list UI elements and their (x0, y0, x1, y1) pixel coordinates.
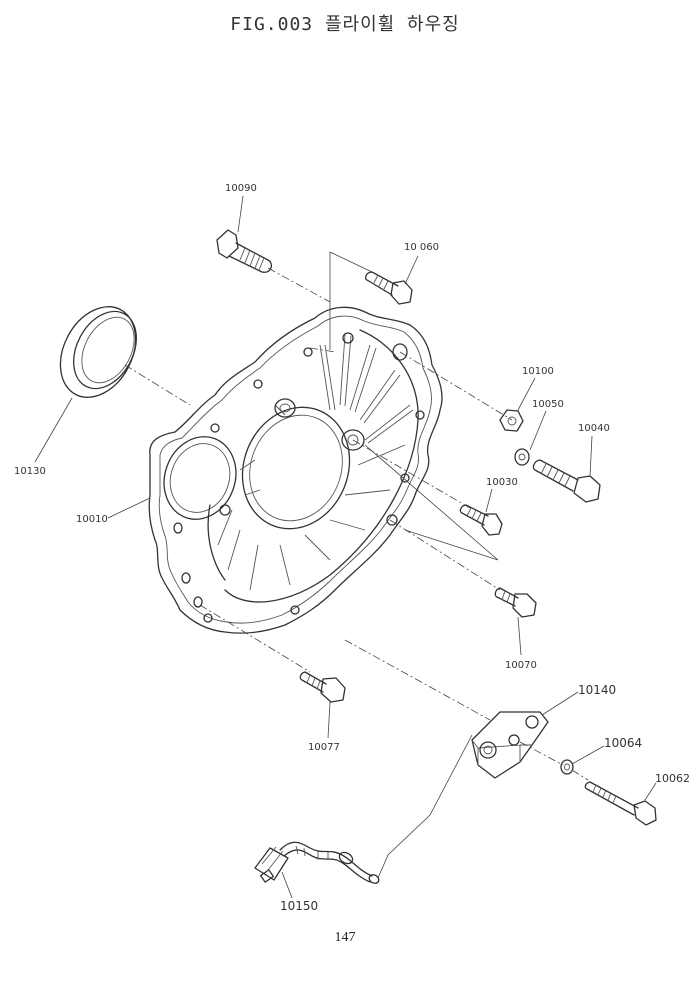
assembly-guide-lines (329, 251, 499, 879)
figure-title: FIG.003 플라이휠 하우징 (230, 14, 460, 35)
callout-10090: 10090 (225, 183, 257, 194)
nut-10100[interactable] (499, 409, 524, 432)
washer-10050[interactable] (514, 448, 530, 466)
callout-10100: 10100 (522, 366, 554, 377)
callout-10050: 10050 (532, 399, 564, 410)
oil-seal-ring[interactable] (45, 294, 150, 411)
callout-10030: 10030 (486, 477, 518, 488)
bolt-10077[interactable] (299, 671, 346, 703)
callout-10040: 10040 (578, 423, 610, 434)
bolt-10090[interactable] (216, 229, 273, 273)
callout-10064: 10064 (604, 736, 642, 750)
sensor-harness-10150[interactable] (254, 841, 380, 885)
callout-10070: 10070 (505, 660, 537, 671)
part-number-labels: 10090 10 060 10100 10050 10040 10130 100… (14, 183, 690, 913)
callout-10130: 10130 (14, 466, 46, 477)
flywheel-housing[interactable] (148, 306, 443, 634)
bolt-10060[interactable] (365, 271, 413, 305)
washer-10064[interactable] (560, 759, 574, 775)
callout-10062: 10062 (655, 772, 690, 785)
callout-10077: 10077 (308, 742, 340, 753)
sensor-bracket-10140[interactable] (471, 711, 549, 779)
assembly-center-lines (124, 267, 589, 781)
page-number: 147 (334, 930, 356, 945)
socket-bolt-10040[interactable] (532, 459, 601, 503)
callout-10060: 10 060 (404, 242, 439, 253)
bolt-10070[interactable] (494, 587, 537, 618)
bolt-10030[interactable] (459, 504, 503, 536)
bolt-10062[interactable] (584, 781, 657, 826)
callout-leaders (34, 195, 657, 899)
callout-10140: 10140 (578, 683, 616, 697)
callout-10150: 10150 (280, 899, 318, 913)
callout-10010: 10010 (76, 514, 108, 525)
